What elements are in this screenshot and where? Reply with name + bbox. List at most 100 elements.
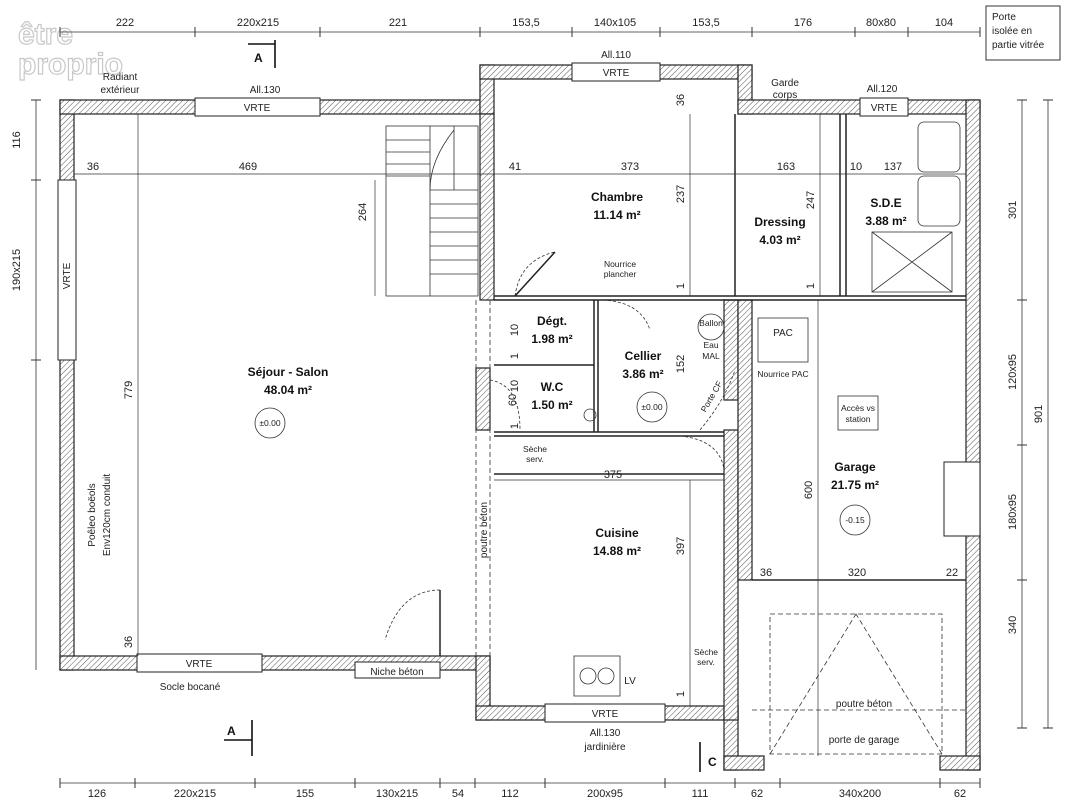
room-cellier-area: 3.86 m² <box>622 367 663 381</box>
level-marker-cellier <box>636 391 668 423</box>
dim-bottom-11: 62 <box>954 788 966 800</box>
section-a-top: A <box>254 51 263 65</box>
label-all120: All.120 <box>867 84 898 95</box>
dim-top-6: 153,5 <box>692 17 720 29</box>
window-label-left: VRTE <box>62 262 73 289</box>
label-exterieur: extérieur <box>101 85 141 96</box>
dim-top-5: 140x105 <box>594 17 636 29</box>
room-garage-name: Garage <box>834 460 876 474</box>
room-wc-area: 1.50 m² <box>531 398 572 412</box>
level-marker-garage <box>839 504 871 536</box>
windows <box>57 62 981 723</box>
room-dressing-area: 4.03 m² <box>759 233 800 247</box>
dim-inner-8: 264 <box>357 203 369 221</box>
dim-inner-6: 10 <box>850 161 862 173</box>
room-degt-name: Dégt. <box>537 314 567 328</box>
label-garde: Garde <box>771 78 799 89</box>
inner-dimension-lines <box>74 114 966 756</box>
room-garage-area: 21.75 m² <box>831 478 879 492</box>
dim-top-2: 220x215 <box>237 17 279 29</box>
dim-inner-15: 1 <box>509 353 521 359</box>
garage-door <box>475 300 966 755</box>
label-station: station <box>845 414 870 424</box>
room-chambre-area: 11.14 m² <box>593 208 640 222</box>
label-all130-bottom: All.130 <box>590 728 621 739</box>
label-all130-top: All.130 <box>250 85 281 96</box>
dim-inner-9: 237 <box>675 185 687 203</box>
label-serv-1: serv. <box>526 454 544 464</box>
dim-inner-19: 152 <box>675 355 687 373</box>
room-chambre-name: Chambre <box>591 190 643 204</box>
room-wc-name: W.C <box>541 380 564 394</box>
label-serv-2: serv. <box>697 657 715 667</box>
dim-inner-12: 779 <box>123 381 135 399</box>
window-label-sejour-top: VRTE <box>244 103 271 114</box>
dim-inner-26: 1 <box>675 283 687 289</box>
label-nourrice-pac: Nourrice PAC <box>757 369 808 379</box>
section-a-bottom: A <box>227 724 236 738</box>
label-acces: Accès vs <box>841 403 875 413</box>
dim-inner-25: 22 <box>946 567 958 579</box>
dimension-lines <box>31 27 1053 788</box>
level-text-cellier: ±0.00 <box>641 402 662 412</box>
label-poutre-beton-h: poutre béton <box>836 699 892 710</box>
bathroom-fixtures <box>573 121 961 697</box>
dim-left-2: 190x215 <box>11 249 23 291</box>
window-label-sejour-bottom: VRTE <box>186 659 213 670</box>
label-lv: LV <box>624 676 636 687</box>
dim-bottom-3: 155 <box>296 788 314 800</box>
dim-right-1: 301 <box>1007 201 1019 219</box>
label-porte-garage: porte de garage <box>829 735 900 746</box>
room-cellier-name: Cellier <box>625 349 662 363</box>
dim-bottom-8: 111 <box>692 788 709 800</box>
room-sde-name: S.D.E <box>870 196 901 210</box>
label-env: Env120cm conduit <box>102 474 113 556</box>
dim-inner-16: 10 <box>509 380 521 392</box>
dim-inner-5: 163 <box>777 161 795 173</box>
label-corps: corps <box>773 90 797 101</box>
note-line-1: Porte <box>992 12 1016 23</box>
label-plancher: plancher <box>604 269 637 279</box>
watermark-line-2: proprio <box>18 48 123 81</box>
label-eau: Eau <box>703 340 718 350</box>
label-nourrice: Nourrice <box>604 259 636 269</box>
label-porte-cf: Porte CF <box>699 379 725 413</box>
dim-inner-17: 1 <box>509 423 521 429</box>
dim-inner-7: 137 <box>884 161 902 173</box>
dim-inner-20: 375 <box>604 469 622 481</box>
dim-inner-24: 320 <box>848 567 866 579</box>
watermark-line-1: être <box>18 18 73 51</box>
doors <box>384 251 736 641</box>
dim-bottom-5: 54 <box>452 788 464 800</box>
label-all110: All.110 <box>601 50 631 61</box>
dim-top-7: 176 <box>794 17 812 29</box>
dim-inner-18: 60 <box>507 394 519 406</box>
room-sde-area: 3.88 m² <box>865 214 906 228</box>
dim-bottom-1: 126 <box>88 788 106 800</box>
label-seche-2: Sèche <box>694 647 718 657</box>
dim-top-8: 80x80 <box>866 17 896 29</box>
section-markers <box>224 40 701 772</box>
room-dressing-name: Dressing <box>754 215 805 229</box>
section-c: C <box>708 755 717 769</box>
dim-inner-23: 36 <box>760 567 772 579</box>
window-label-cuisine: VRTE <box>592 709 619 720</box>
room-cuisine-area: 14.88 m² <box>593 544 641 558</box>
dim-top-3: 221 <box>389 17 407 29</box>
level-text-sejour: ±0.00 <box>259 418 280 428</box>
acces-box <box>837 395 879 431</box>
note-line-2: isolée en <box>992 26 1032 37</box>
dim-inner-4: 373 <box>621 161 639 173</box>
dim-inner-1: 36 <box>87 161 99 173</box>
dim-right-3: 901 <box>1033 405 1045 423</box>
dim-inner-21: 397 <box>675 537 687 555</box>
dim-inner-14: 10 <box>509 324 521 336</box>
room-sejour-area: 48.04 m² <box>264 383 312 397</box>
dim-top-4: 153,5 <box>512 17 540 29</box>
dim-bottom-10: 340x200 <box>839 788 881 800</box>
label-seche-1: Sèche <box>523 444 547 454</box>
label-socle: Socle bocané <box>160 682 221 693</box>
dim-bottom-2: 220x215 <box>174 788 216 800</box>
dim-inner-28: 1 <box>805 283 817 289</box>
